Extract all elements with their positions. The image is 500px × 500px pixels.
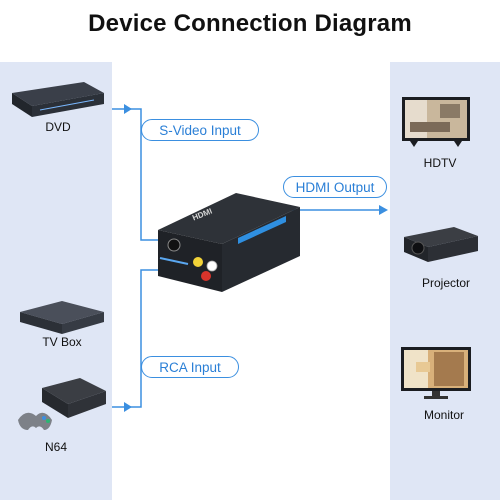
rca-arrow-icon: [124, 402, 132, 412]
svideo-arrow-icon: [124, 104, 132, 114]
device-label-dvd: DVD: [45, 120, 71, 134]
device-label-tv-box: TV Box: [42, 335, 82, 349]
device-label-monitor: Monitor: [423, 408, 464, 422]
device-label-n64: N64: [44, 440, 67, 454]
hdmi-output-label: HDMI Output: [283, 176, 387, 198]
device-label-hdtv: HDTV: [423, 156, 457, 170]
source-devices-panel: [0, 62, 112, 500]
svideo-input-label: S-Video Input: [141, 119, 259, 141]
diagram-title: Device Connection Diagram: [88, 10, 412, 37]
device-label-projector: Projector: [421, 276, 471, 290]
rca-input-label: RCA Input: [141, 356, 239, 378]
hdmi-arrow-icon: [379, 205, 388, 215]
